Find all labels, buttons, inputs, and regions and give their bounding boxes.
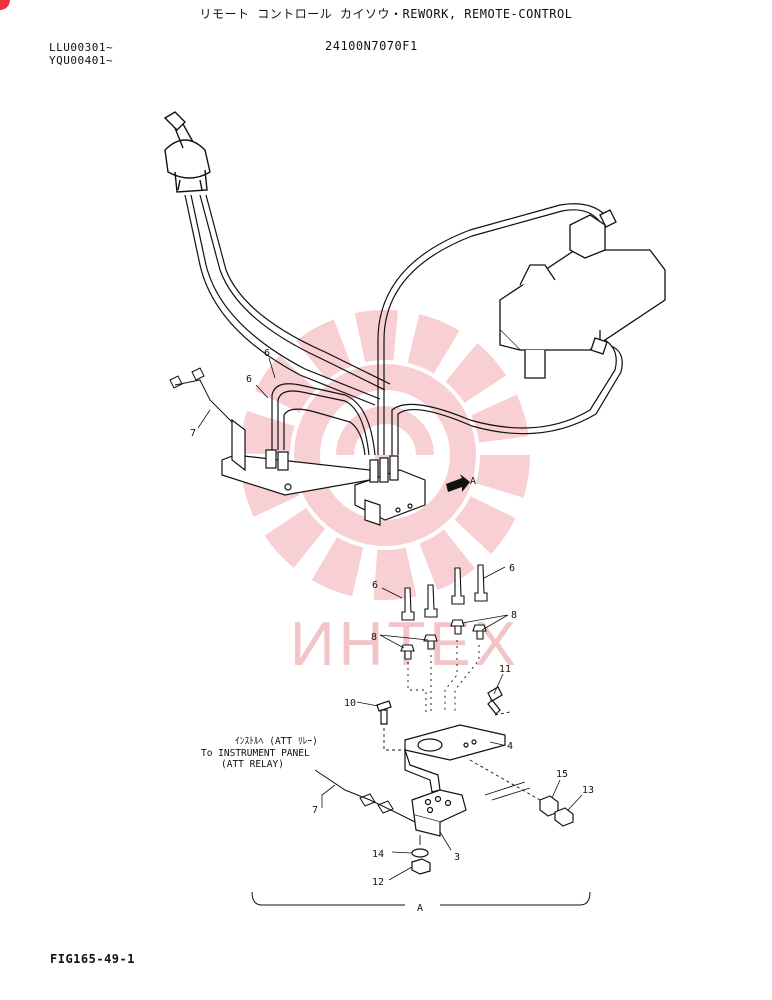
callout-6d: 6 [509, 563, 515, 574]
callout-4: 4 [507, 741, 513, 752]
callout-6b: 6 [246, 374, 252, 385]
corner-badge-icon [0, 0, 10, 10]
note-line-3: (ATT RELAY) [221, 759, 284, 770]
upper-bracket [221, 418, 426, 526]
callout-13: 13 [582, 785, 594, 796]
hydraulic-hoses [184, 194, 623, 456]
callout-7b: 7 [312, 805, 318, 816]
exploded-fittings [400, 564, 488, 660]
control-valve [499, 209, 666, 379]
joystick-lever [163, 111, 211, 193]
fitting-centerlines [407, 640, 480, 712]
part-number: 24100N7070F1 [325, 39, 418, 53]
figure-number: FIG165-49-1 [50, 952, 135, 966]
callout-6c: 6 [372, 580, 378, 591]
note-line-1: ｲﾝｽﾄﾙﾍ (ATT ﾘﾚｰ) [235, 736, 318, 747]
callout-11: 11 [499, 664, 511, 675]
view-label-a-top: A [470, 476, 476, 487]
view-a-bracket [251, 891, 591, 906]
callout-6a: 6 [264, 348, 270, 359]
callout-3: 3 [454, 852, 460, 863]
view-label-a-bottom: A [417, 903, 423, 914]
serial-range-1: LLU00301~ [49, 41, 114, 54]
callout-15: 15 [556, 769, 568, 780]
page-title: リモート コントロール カイソウ・REWORK, REMOTE-CONTROL [199, 7, 573, 21]
lower-guides [383, 711, 541, 845]
callout-8b: 8 [511, 610, 517, 621]
lower-assembly [376, 686, 574, 875]
leader-lines [197, 357, 583, 881]
callout-10: 10 [344, 698, 356, 709]
serial-range-2: YQU00401~ [49, 54, 114, 67]
callout-14: 14 [372, 849, 384, 860]
view-arrow-icon [446, 474, 470, 492]
upper-wire-harness [169, 367, 233, 423]
callout-12: 12 [372, 877, 384, 888]
lower-wire-harness [314, 769, 416, 823]
note-line-2: To INSTRUMENT PANEL [201, 748, 310, 759]
callout-8a: 8 [371, 632, 377, 643]
watermark-gear-icon [240, 310, 530, 600]
callout-7a: 7 [190, 428, 196, 439]
